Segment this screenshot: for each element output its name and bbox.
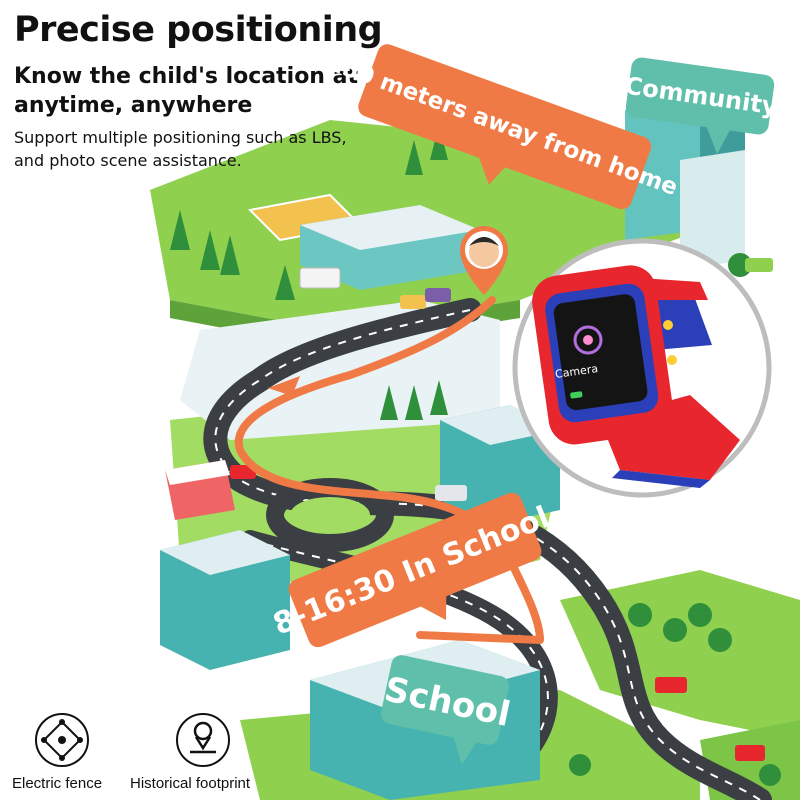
distance-callout: [358, 44, 652, 210]
location-pin: [460, 226, 508, 295]
camera-icon: [573, 325, 603, 355]
trees: [170, 125, 781, 786]
footprint-icon: [176, 713, 230, 767]
page-title: Precise positioning: [14, 10, 383, 50]
building-center: [300, 205, 480, 290]
schedule-callout: [288, 492, 542, 648]
route-arrow: [268, 376, 300, 396]
electric-fence-icon: [35, 713, 89, 767]
subtitle: Know the child's location at anytime, an…: [14, 64, 358, 118]
cars: [230, 258, 773, 761]
building-shop: [165, 460, 235, 520]
school-callout: [380, 655, 510, 765]
plaza: [180, 300, 500, 440]
description: Support multiple positioning such as LBS…: [14, 128, 347, 170]
road-branch-line: [249, 539, 549, 761]
building-left: [160, 530, 290, 670]
watch-screen: [553, 294, 648, 411]
feature-label-historical-footprint: Historical footprint: [130, 775, 251, 792]
roundabout-center: [290, 497, 370, 533]
watch-badge: [512, 238, 772, 498]
road-main-line: [214, 309, 761, 800]
feature-label-electric-fence: Electric fence: [12, 775, 103, 792]
community-callout: [625, 57, 775, 154]
